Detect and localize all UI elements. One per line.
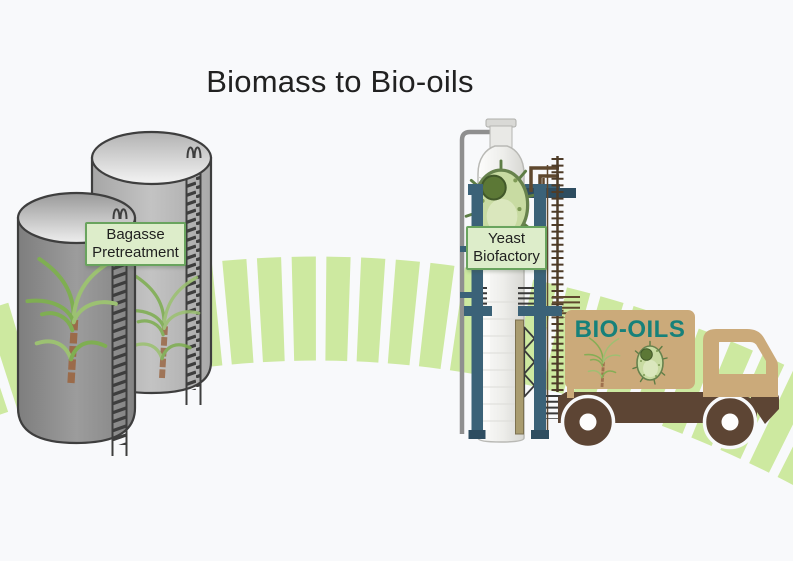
label-yeast-line1: Yeast — [488, 230, 525, 247]
truck-cab — [703, 329, 778, 397]
label-yeast-biofactory: Yeast Biofactory — [466, 226, 547, 270]
yeast-biofactory-tower — [459, 118, 580, 443]
label-bagasse-line2: Pretreatment — [92, 244, 179, 261]
label-bagasse-line1: Bagasse — [106, 226, 165, 243]
page-title: Biomass to Bio-oils — [206, 64, 474, 99]
label-bagasse-pretreatment: Bagasse Pretreatment — [85, 222, 186, 266]
flow-arc-icon — [0, 256, 793, 486]
overhead-pipe-icon — [459, 129, 490, 434]
truck-sign-text: BIO-OILS — [574, 316, 686, 343]
truck-bumper — [751, 393, 779, 424]
label-yeast-line2: Biofactory — [473, 248, 540, 265]
bio-oils-truck-icon — [558, 310, 779, 450]
ladder-icon — [112, 215, 127, 445]
ladder-icon — [186, 152, 201, 390]
process-pipe-icon — [529, 166, 559, 192]
khaki-pipe-icon — [515, 319, 524, 435]
